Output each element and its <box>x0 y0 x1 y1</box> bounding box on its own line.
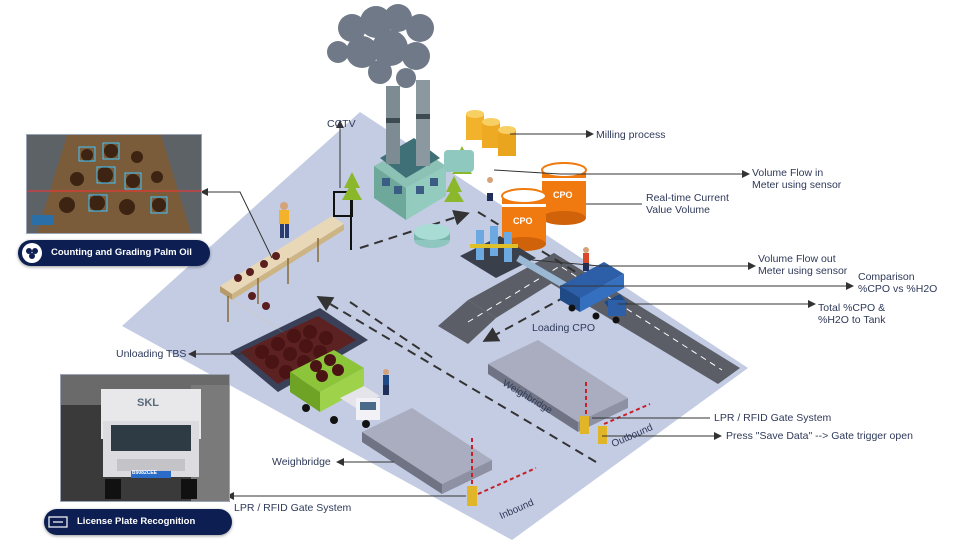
weighbridge-inbound <box>362 408 492 494</box>
license-plate-text: License Plate Recognition <box>77 516 196 527</box>
comparison-label: Comparison %CPO vs %H2O <box>858 271 938 295</box>
leader-lines <box>188 130 854 500</box>
conveyor-belt <box>220 216 344 334</box>
worker-figure-4 <box>487 177 493 201</box>
conveyor-camera-image <box>27 135 201 233</box>
cpo-tank-label-back: CPO <box>553 190 573 200</box>
counting-grading-text: Counting and Grading Palm Oil <box>51 247 192 258</box>
license-plate-photo: SKL B9082CEE <box>60 374 230 502</box>
truck-front-image <box>61 375 229 501</box>
lpr-inbound-label: LPR / RFID Gate System <box>234 502 352 514</box>
mill-factory <box>374 80 446 220</box>
weighbridge-outbound <box>488 340 628 432</box>
realtime-volume-label: Real-time Current Value Volume <box>646 192 729 216</box>
save-data-label: Press "Save Data" --> Gate trigger open <box>726 430 913 442</box>
lpr-outbound-label: LPR / RFID Gate System <box>714 412 832 424</box>
cpo-tank-label-front: CPO <box>513 216 533 226</box>
ground-platform <box>122 112 748 540</box>
gate-barrier-outbound <box>580 380 651 444</box>
dump-truck <box>290 350 380 428</box>
truck-brand-text: SKL <box>137 397 159 409</box>
unloading-tbs-label: Unloading TBS <box>116 348 187 360</box>
cctv-pole <box>333 120 353 250</box>
pump-station <box>460 226 568 290</box>
unloading-pit <box>230 308 368 392</box>
tanker-truck <box>560 262 628 324</box>
license-plate-badge: License Plate Recognition <box>44 509 232 535</box>
milling-silos <box>444 110 516 172</box>
loading-cpo-label: Loading CPO <box>532 322 596 334</box>
gate-barrier-inbound <box>467 438 537 506</box>
palm-fruit-icon <box>22 243 42 263</box>
plate-number-text: B9082CEE <box>132 470 158 476</box>
milling-process-label: Milling process <box>596 129 666 141</box>
worker-figure-2 <box>383 369 389 395</box>
volume-flow-out-label: Volume Flow out Meter using sensor <box>758 253 848 277</box>
smoke-cloud <box>327 4 434 88</box>
cctv-label: CCTV <box>327 118 356 130</box>
worker-figure <box>279 202 289 238</box>
counting-grading-badge: Counting and Grading Palm Oil <box>18 240 210 266</box>
weighbridge-inbound-label: Weighbridge <box>272 456 331 468</box>
volume-flow-in-label: Volume Flow in Meter using sensor <box>752 167 842 191</box>
worker-figure-3 <box>583 247 589 271</box>
total-cpo-label: Total %CPO & %H2O to Tank <box>818 302 886 326</box>
license-plate-icon <box>48 512 68 532</box>
water-tower <box>414 224 450 248</box>
conveyor-camera-photo <box>26 134 202 234</box>
